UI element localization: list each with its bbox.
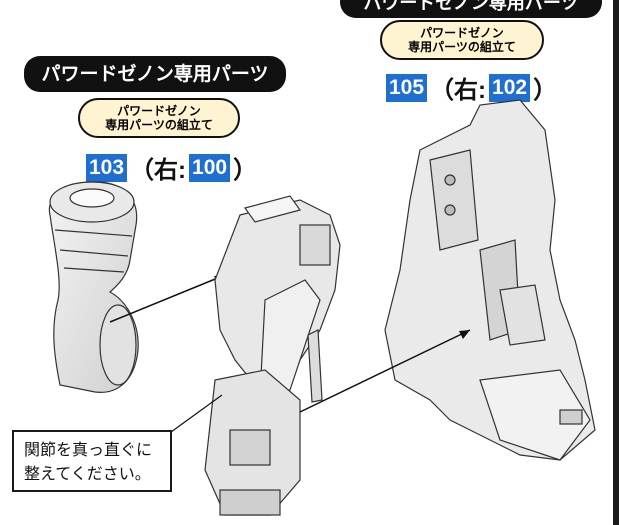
page-number-badge: 103 (86, 153, 128, 182)
right-page-number-badge: 100 (189, 153, 231, 182)
left-section-banner: パワードゼノン専用パーツ (24, 56, 286, 92)
right-section-banner: パワードゼノン専用パーツ (340, 0, 602, 18)
left-section-subtitle: パワードゼノン 専用パーツの組立て (78, 98, 240, 138)
subtitle-line-1: パワードゼノン (420, 26, 504, 40)
right-section-page-ref: 105（右:102） (386, 70, 560, 105)
subtitle-line-2: 専用パーツの組立て (408, 40, 516, 54)
right-section-subtitle: パワードゼノン 専用パーツの組立て (380, 20, 544, 60)
subtitle-line-2: 専用パーツの組立て (105, 118, 213, 132)
backpack-panel (384, 99, 596, 461)
note-line-2: 整えてください。 (24, 464, 151, 483)
note-line-1: 関節を真っ直ぐに (24, 440, 153, 459)
close-paren: ） (533, 77, 558, 104)
subtitle-line-1: パワードゼノン (117, 104, 201, 118)
thruster-part (48, 181, 139, 393)
close-paren: ） (233, 157, 258, 184)
right-label: （右: (430, 77, 487, 104)
right-label: （右: (130, 157, 187, 184)
page-border (613, 0, 619, 525)
left-section-page-ref: 103（右:100） (86, 150, 260, 185)
arm-assembly (204, 195, 341, 516)
right-page-number-badge: 102 (489, 73, 531, 102)
attach-arrow-2 (299, 329, 471, 413)
instruction-note: 関節を真っ直ぐに 整えてください。 (12, 430, 172, 492)
page-number-badge: 105 (386, 73, 428, 102)
attach-arrow-1 (109, 274, 226, 323)
